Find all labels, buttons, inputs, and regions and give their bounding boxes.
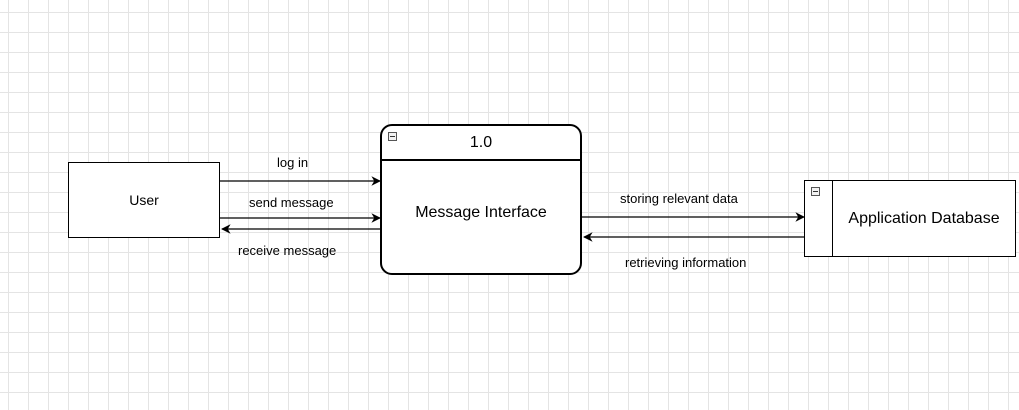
process-message-interface[interactable]: 1.0 Message Interface bbox=[380, 124, 582, 275]
collapse-icon[interactable] bbox=[388, 132, 397, 141]
process-id: 1.0 bbox=[469, 133, 493, 151]
entity-label: User bbox=[129, 192, 159, 208]
collapse-icon[interactable] bbox=[811, 187, 820, 196]
process-label: Message Interface bbox=[415, 204, 547, 221]
process-id-header: 1.0 bbox=[382, 126, 580, 161]
flow-label-log-in: log in bbox=[277, 155, 309, 170]
external-entity-user[interactable]: User bbox=[68, 162, 220, 238]
process-body: Message Interface bbox=[382, 161, 580, 273]
flow-label-retrieving-information: retrieving information bbox=[625, 255, 747, 270]
data-store-application-database[interactable]: Application Database bbox=[804, 180, 1016, 257]
store-label: Application Database bbox=[848, 209, 1000, 227]
store-divider bbox=[832, 181, 833, 256]
flow-label-send-message: send message bbox=[249, 195, 334, 210]
store-label-container: Application Database bbox=[833, 181, 1015, 256]
flow-label-receive-message: receive message bbox=[238, 243, 337, 258]
flow-label-storing-relevant-data: storing relevant data bbox=[620, 191, 738, 206]
